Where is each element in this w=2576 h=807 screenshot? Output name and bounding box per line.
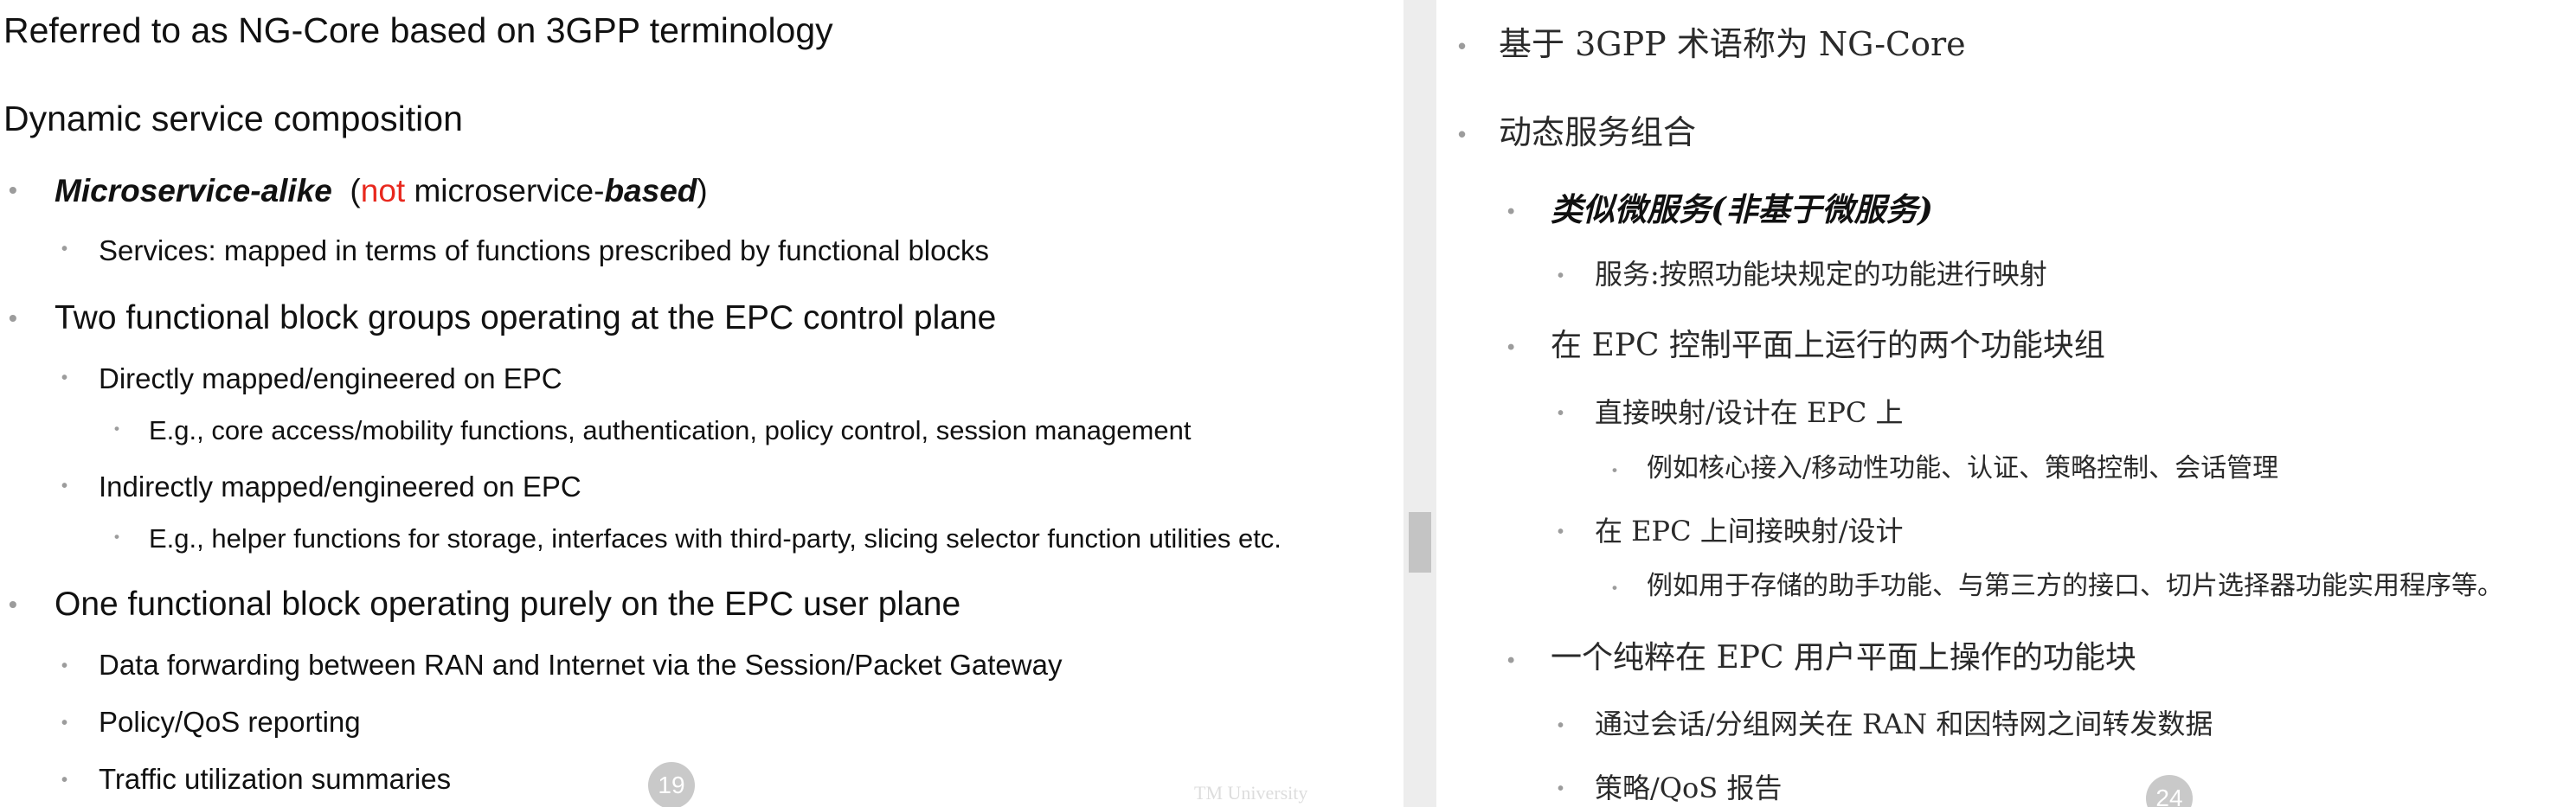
direct-example-zh: 例如核心接入/移动性功能、认证、策略控制、会话管理 bbox=[1647, 453, 2279, 484]
bullet-icon: • bbox=[9, 591, 17, 618]
indirect-line: Indirectly mapped/engineered on EPC bbox=[99, 471, 581, 503]
bullet-icon: • bbox=[1612, 462, 1617, 478]
bullet-icon: • bbox=[1558, 266, 1564, 285]
not-text: not bbox=[360, 173, 406, 208]
bullet-icon: • bbox=[61, 240, 68, 259]
forwarding-zh: 通过会话/分组网关在 RAN 和因特网之间转发数据 bbox=[1595, 708, 2213, 740]
english-slide-panel: Referred to as NG-Core based on 3GPP ter… bbox=[3, 10, 1308, 807]
bullet-icon: • bbox=[1507, 336, 1515, 359]
indirect-example-zh: 例如用于存储的助手功能、与第三方的接口、切片选择器功能实用程序等。 bbox=[1647, 571, 2503, 601]
paren-open: ( bbox=[350, 173, 361, 208]
user-plane-zh: 一个纯粹在 EPC 用户平面上操作的功能块 bbox=[1551, 640, 2136, 676]
bullet-icon: • bbox=[61, 714, 68, 733]
microservice-text: microservice- bbox=[405, 173, 605, 208]
heading-dynamic-service: Dynamic service composition bbox=[3, 99, 463, 138]
scrollbar-track[interactable] bbox=[1404, 0, 1436, 807]
chinese-slide-panel: • 基于 3GPP 术语称为 NG-Core • 动态服务组合 • 类似微服务(… bbox=[1436, 0, 2576, 807]
university-watermark: TM University bbox=[1194, 782, 1308, 804]
heading-ng-core: Referred to as NG-Core based on 3GPP ter… bbox=[3, 10, 833, 50]
bullet-icon: • bbox=[61, 368, 68, 387]
bullet-icon: • bbox=[1507, 649, 1515, 672]
bullet-icon: • bbox=[1558, 522, 1564, 541]
bullet-icon: • bbox=[1558, 404, 1564, 423]
user-plane-line: One functional block operating purely on… bbox=[55, 586, 961, 623]
qos-zh: 策略/QoS 报告 bbox=[1595, 772, 1783, 804]
bullet-icon: • bbox=[114, 528, 119, 545]
indirect-example-line: E.g., helper functions for storage, inte… bbox=[149, 523, 1282, 554]
control-plane-zh: 在 EPC 控制平面上运行的两个功能块组 bbox=[1551, 328, 2105, 363]
heading-dynamic-service-zh: 动态服务组合 bbox=[1499, 113, 1697, 151]
bullet-icon: • bbox=[1558, 716, 1564, 735]
based-text: based bbox=[604, 173, 697, 208]
microservice-alike-line: Microservice-alike (not microservice-bas… bbox=[55, 173, 708, 210]
direct-example-line: E.g., core access/mobility functions, au… bbox=[149, 415, 1192, 445]
bullet-icon: • bbox=[61, 656, 68, 676]
bullet-icon: • bbox=[1558, 779, 1564, 798]
bullet-icon: • bbox=[1458, 121, 1467, 147]
bullet-icon: • bbox=[1458, 33, 1467, 59]
services-line: Services: mapped in terms of functions p… bbox=[99, 234, 989, 266]
traffic-line: Traffic utilization summaries bbox=[99, 763, 452, 795]
bullet-icon: • bbox=[1507, 200, 1515, 223]
page-number-badge: 24 bbox=[2146, 775, 2193, 807]
paren-close: ) bbox=[697, 173, 708, 208]
bullet-icon: • bbox=[1612, 580, 1617, 596]
scrollbar-thumb[interactable] bbox=[1409, 512, 1431, 573]
direct-zh: 直接映射/设计在 EPC 上 bbox=[1595, 396, 1904, 429]
heading-ng-core-zh: 基于 3GPP 术语称为 NG-Core bbox=[1499, 25, 1966, 63]
bullet-icon: • bbox=[9, 176, 17, 203]
bullet-icon: • bbox=[9, 304, 17, 331]
microservice-alike-zh: 类似微服务(非基于微服务) bbox=[1551, 190, 1934, 228]
forwarding-line: Data forwarding between RAN and Internet… bbox=[99, 649, 1063, 681]
bullet-icon: • bbox=[61, 771, 68, 790]
page-number-badge: 19 bbox=[648, 762, 695, 807]
bullet-icon: • bbox=[114, 420, 119, 437]
indirect-zh: 在 EPC 上间接映射/设计 bbox=[1595, 515, 1904, 548]
control-plane-line: Two functional block groups operating at… bbox=[55, 299, 997, 336]
microservice-alike-text: Microservice-alike bbox=[55, 173, 332, 208]
qos-line: Policy/QoS reporting bbox=[99, 706, 361, 738]
direct-line: Directly mapped/engineered on EPC bbox=[99, 362, 562, 394]
services-zh: 服务:按照功能块规定的功能进行映射 bbox=[1595, 258, 2047, 291]
bullet-icon: • bbox=[61, 477, 68, 496]
